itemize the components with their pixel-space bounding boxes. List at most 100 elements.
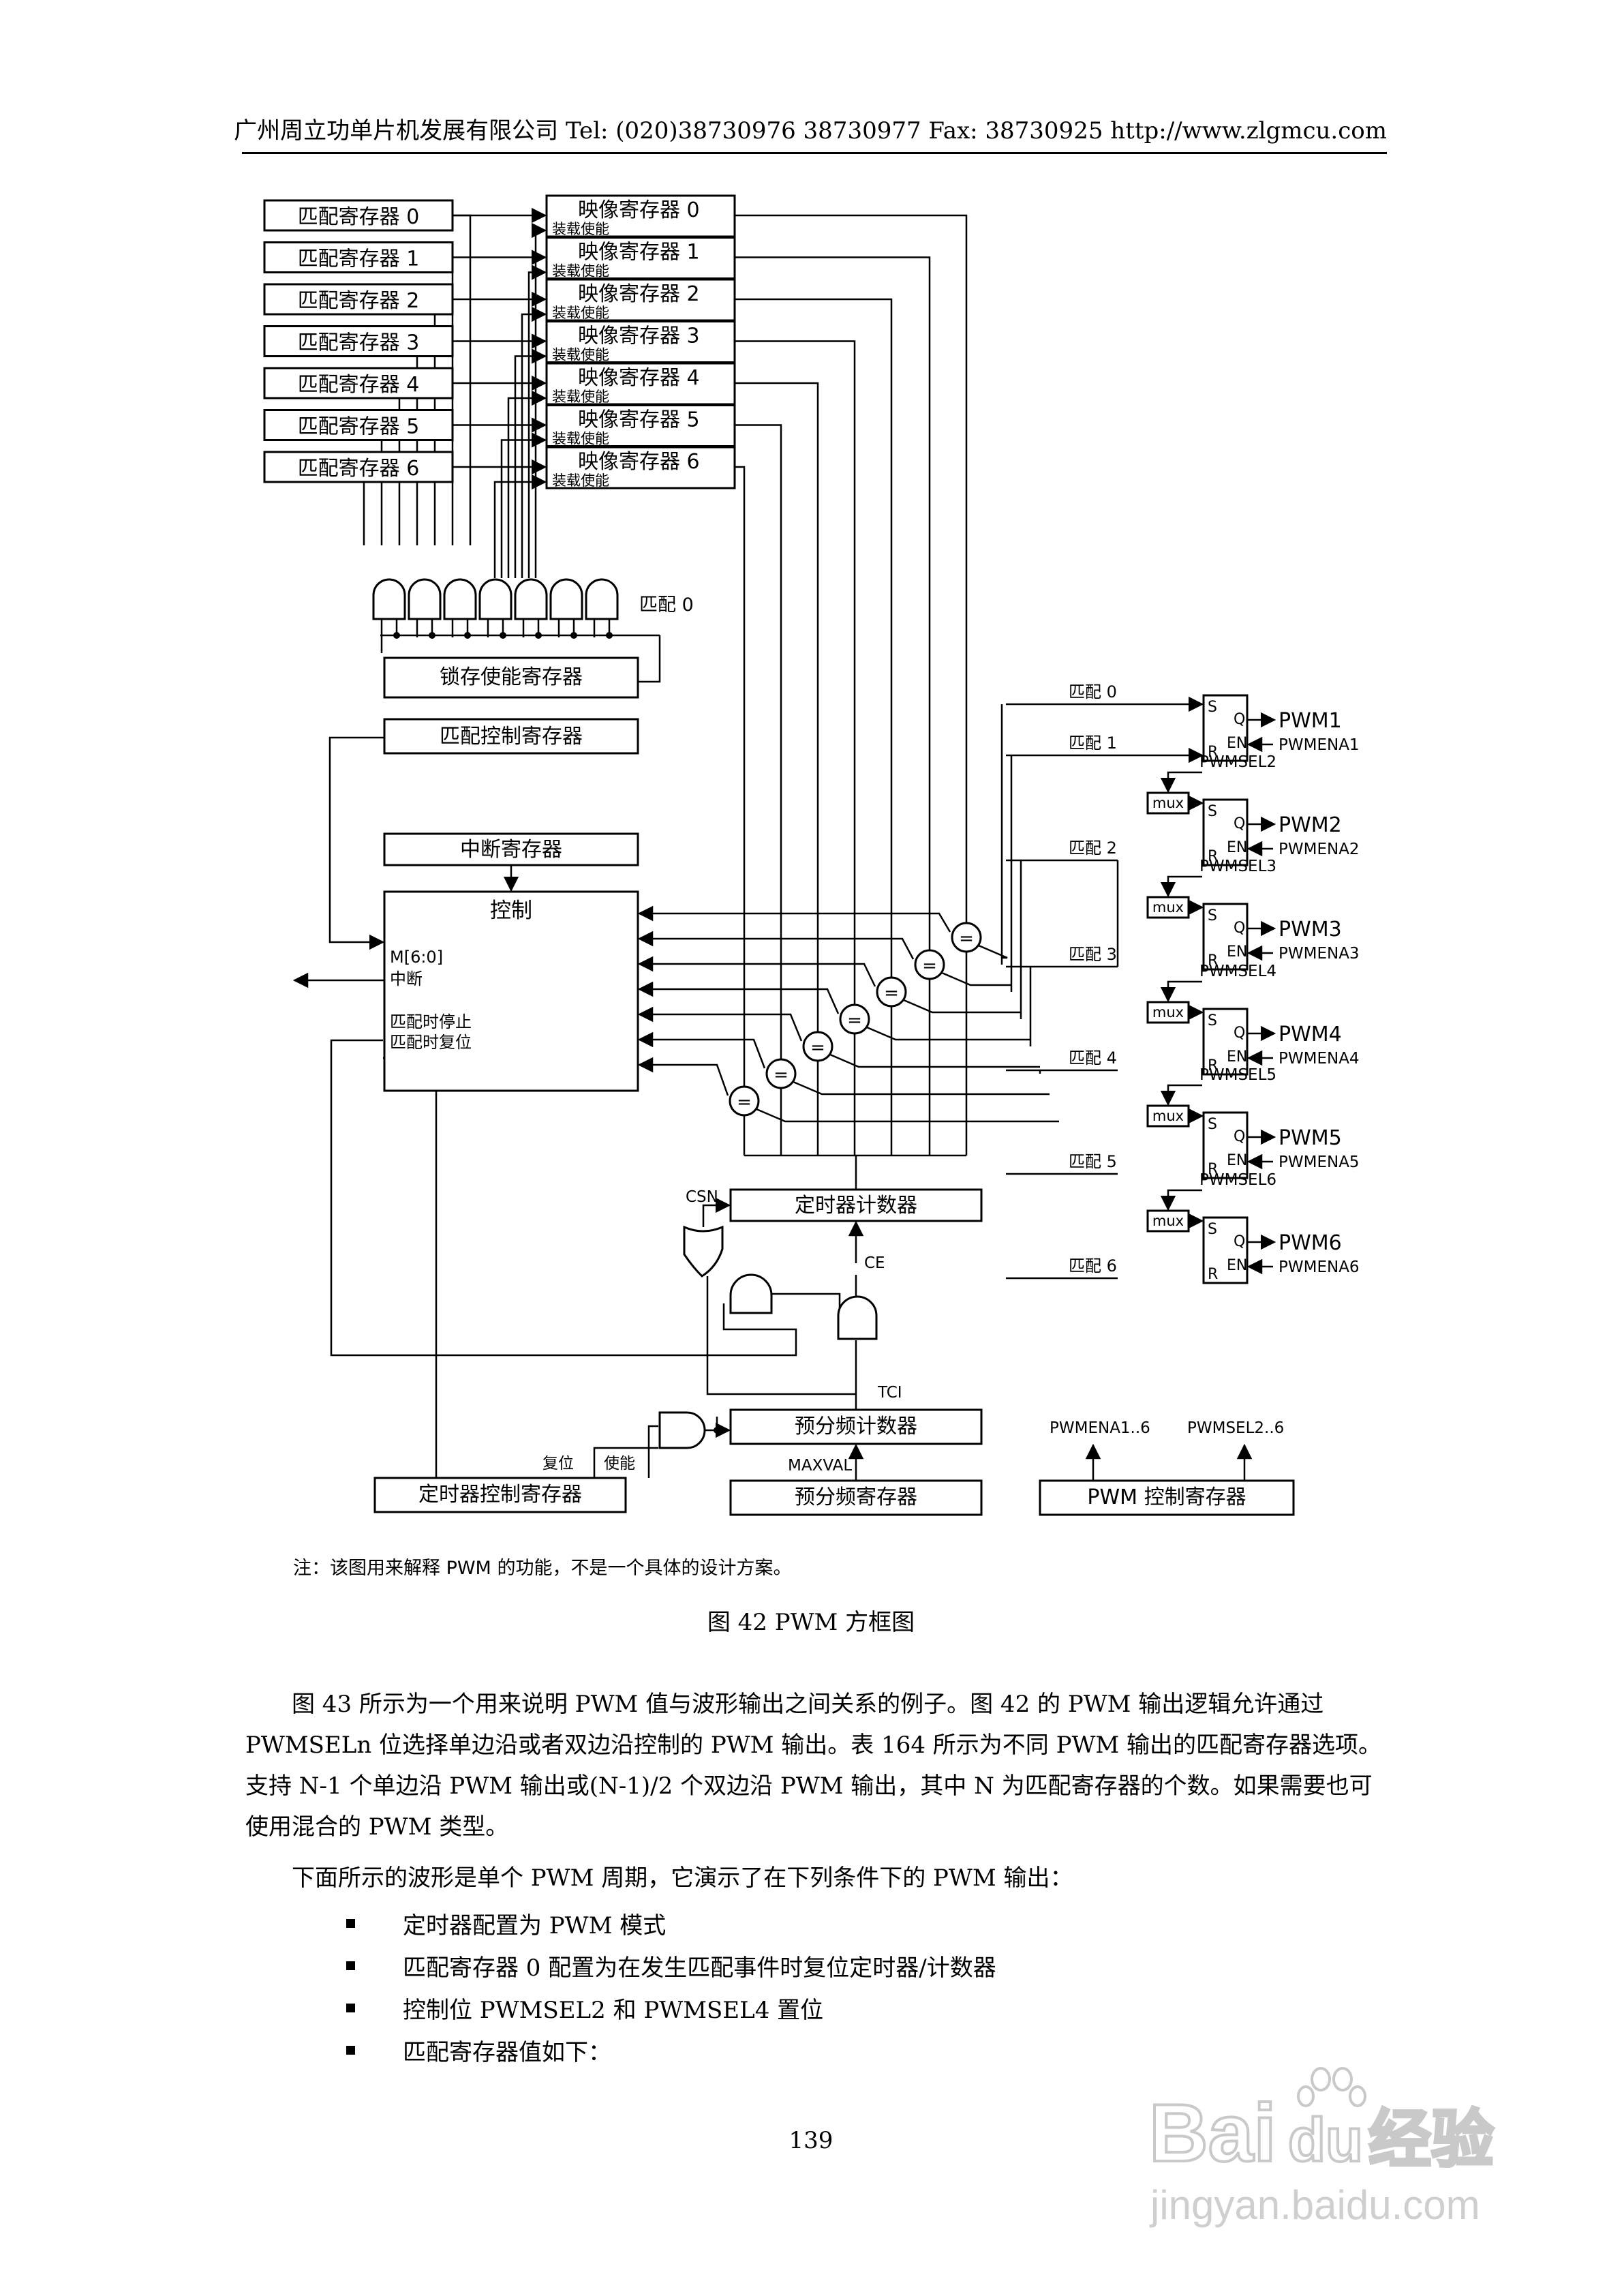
comparator	[951, 922, 982, 953]
mux-box	[1146, 1209, 1190, 1233]
bullet-icon	[346, 2045, 355, 2055]
load-enable-wire	[521, 306, 547, 578]
pwmsel-wire	[1160, 875, 1202, 898]
match-register-label: 匹配寄存器 4	[298, 373, 420, 397]
shadow-to-comparator-wire	[735, 424, 782, 1059]
comparator-match-wire	[866, 1026, 1030, 1041]
pwm-control-register-label: PWM 控制寄存器	[1087, 1485, 1246, 1509]
prescale-register-box	[729, 1479, 983, 1516]
and-gate-enable	[729, 1273, 773, 1314]
bullet-icon	[346, 1918, 355, 1928]
flipflop-r-label: R	[1208, 848, 1218, 865]
match-register-box	[263, 325, 454, 357]
paragraph-1: 图 43 所示为一个用来说明 PWM 值与波形输出之间关系的例子。图 42 的 …	[245, 1684, 1385, 1847]
flipflop-q-label: Q	[1234, 1233, 1245, 1250]
pwm-output-label: PWM4	[1279, 1023, 1342, 1046]
diagram-note: 注：该图用来解释 PWM 的功能，不是一个具体的设计方案。	[293, 1558, 792, 1579]
stop-on-match-wire	[330, 1039, 797, 1357]
mux-label: mux	[1152, 899, 1184, 916]
comparator-to-control-wire	[637, 981, 840, 1014]
comparator	[876, 976, 907, 1008]
and-gate-prescale	[658, 1411, 706, 1449]
match-register-label: 匹配寄存器 5	[298, 415, 420, 439]
flipflop-box	[1202, 1216, 1249, 1284]
reset-wire	[593, 1447, 658, 1478]
mux-label: mux	[1152, 1108, 1184, 1124]
flipflop-en-label: EN	[1227, 1257, 1247, 1274]
flipflop-box	[1202, 798, 1249, 866]
comparator-match-wire	[829, 1053, 1040, 1068]
mux-box	[1146, 1001, 1190, 1024]
match-register-label: 匹配寄存器 1	[298, 247, 420, 271]
comparator-symbol: =	[737, 1092, 752, 1113]
paw-icon	[1297, 2067, 1366, 2107]
flipflop-en-label: EN	[1227, 735, 1247, 752]
control-block-box	[383, 890, 639, 1092]
pwmena-label: PWMENA4	[1279, 1050, 1360, 1068]
prescale-counter-box	[729, 1408, 983, 1445]
match-register-label: 匹配寄存器 2	[298, 289, 420, 313]
load-enable-wire	[527, 265, 547, 578]
load-enable-wire	[507, 390, 547, 578]
match-control-wire	[328, 736, 385, 950]
flipflop-r-label: R	[1208, 1266, 1218, 1283]
pwmsel-wire	[1160, 1189, 1202, 1211]
match-register-box	[263, 283, 454, 316]
load-enable-wire	[493, 474, 547, 578]
timer-control-register-label: 定时器控制寄存器	[418, 1483, 582, 1507]
comparator-symbol: =	[774, 1065, 789, 1085]
timer-counter-label: 定时器计数器	[795, 1194, 917, 1218]
load-enable-label: 装载使能	[552, 263, 609, 280]
pwmsel-wire	[1160, 980, 1202, 1003]
latch-enable-register-box	[383, 656, 639, 699]
junction-dot	[393, 632, 400, 639]
comparator-match-wire	[793, 1081, 1050, 1096]
pwmena-label: PWMENA5	[1279, 1153, 1360, 1171]
pwmsel-wire	[1160, 1084, 1202, 1106]
pwmsel-label: PWMSEL5	[1199, 1066, 1276, 1084]
control-reset-label: 匹配时复位	[390, 1033, 472, 1052]
mux-box	[1146, 1104, 1190, 1128]
comparator-to-control-wire	[637, 905, 951, 933]
comparator	[914, 949, 945, 980]
and-gate	[443, 578, 477, 620]
match-register-label: 匹配寄存器 3	[298, 331, 420, 355]
junction-dot	[500, 632, 506, 639]
comparator-match-wire	[903, 999, 1021, 1014]
comparator-to-control-wire	[637, 931, 915, 960]
flipflop-box	[1202, 694, 1249, 762]
comparator-symbol: =	[847, 1010, 862, 1031]
and-gate	[549, 578, 583, 620]
pwm-control-register-box	[1039, 1479, 1295, 1516]
csn-gate	[683, 1225, 724, 1278]
tci-bus-wire	[706, 1276, 856, 1395]
figure-caption: 图 42 PWM 方框图	[707, 1609, 915, 1636]
list-item-text: 匹配寄存器 0 配置为在发生匹配事件时复位定时器/计数器	[403, 1954, 996, 1982]
csn-label: CSN	[686, 1188, 718, 1206]
ce-label: CE	[864, 1254, 885, 1272]
watermark-url: jingyan.baidu.com	[1149, 2182, 1480, 2228]
shadow-to-comparator-wire	[735, 256, 931, 950]
junction-dot	[535, 632, 542, 639]
match0-feedback-wire	[638, 635, 661, 683]
junction-dot	[429, 632, 435, 639]
shadow-to-comparator-wire	[735, 466, 746, 1087]
match-line-label: 匹配 2	[1069, 839, 1117, 858]
load-enable-wire	[500, 432, 547, 578]
control-stop-label: 匹配时停止	[390, 1012, 472, 1031]
junction-dot	[714, 1427, 720, 1434]
comparator	[802, 1031, 833, 1062]
flipflop-s-label: S	[1208, 907, 1217, 924]
load-enable-label: 装载使能	[552, 431, 609, 447]
comparator-to-control-wire	[637, 1031, 766, 1069]
pwmsel-label: PWMSEL2	[1199, 753, 1276, 771]
shadow-register-box	[545, 446, 736, 489]
flipflop-s-label: S	[1208, 1116, 1217, 1133]
header-text: 广州周立功单片机发展有限公司 Tel: (020)38730976 387309…	[234, 117, 1387, 145]
match-register-box	[263, 367, 454, 399]
flipflop-q-label: Q	[1234, 711, 1245, 728]
flipflop-s-label: S	[1208, 803, 1217, 820]
watermark-paw-text: du	[1288, 2106, 1363, 2175]
pwmsel-label: PWMSEL6	[1199, 1171, 1276, 1189]
paragraph-1-text: 图 43 所示为一个用来说明 PWM 值与波形输出之间关系的例子。图 42 的 …	[245, 1691, 1382, 1841]
